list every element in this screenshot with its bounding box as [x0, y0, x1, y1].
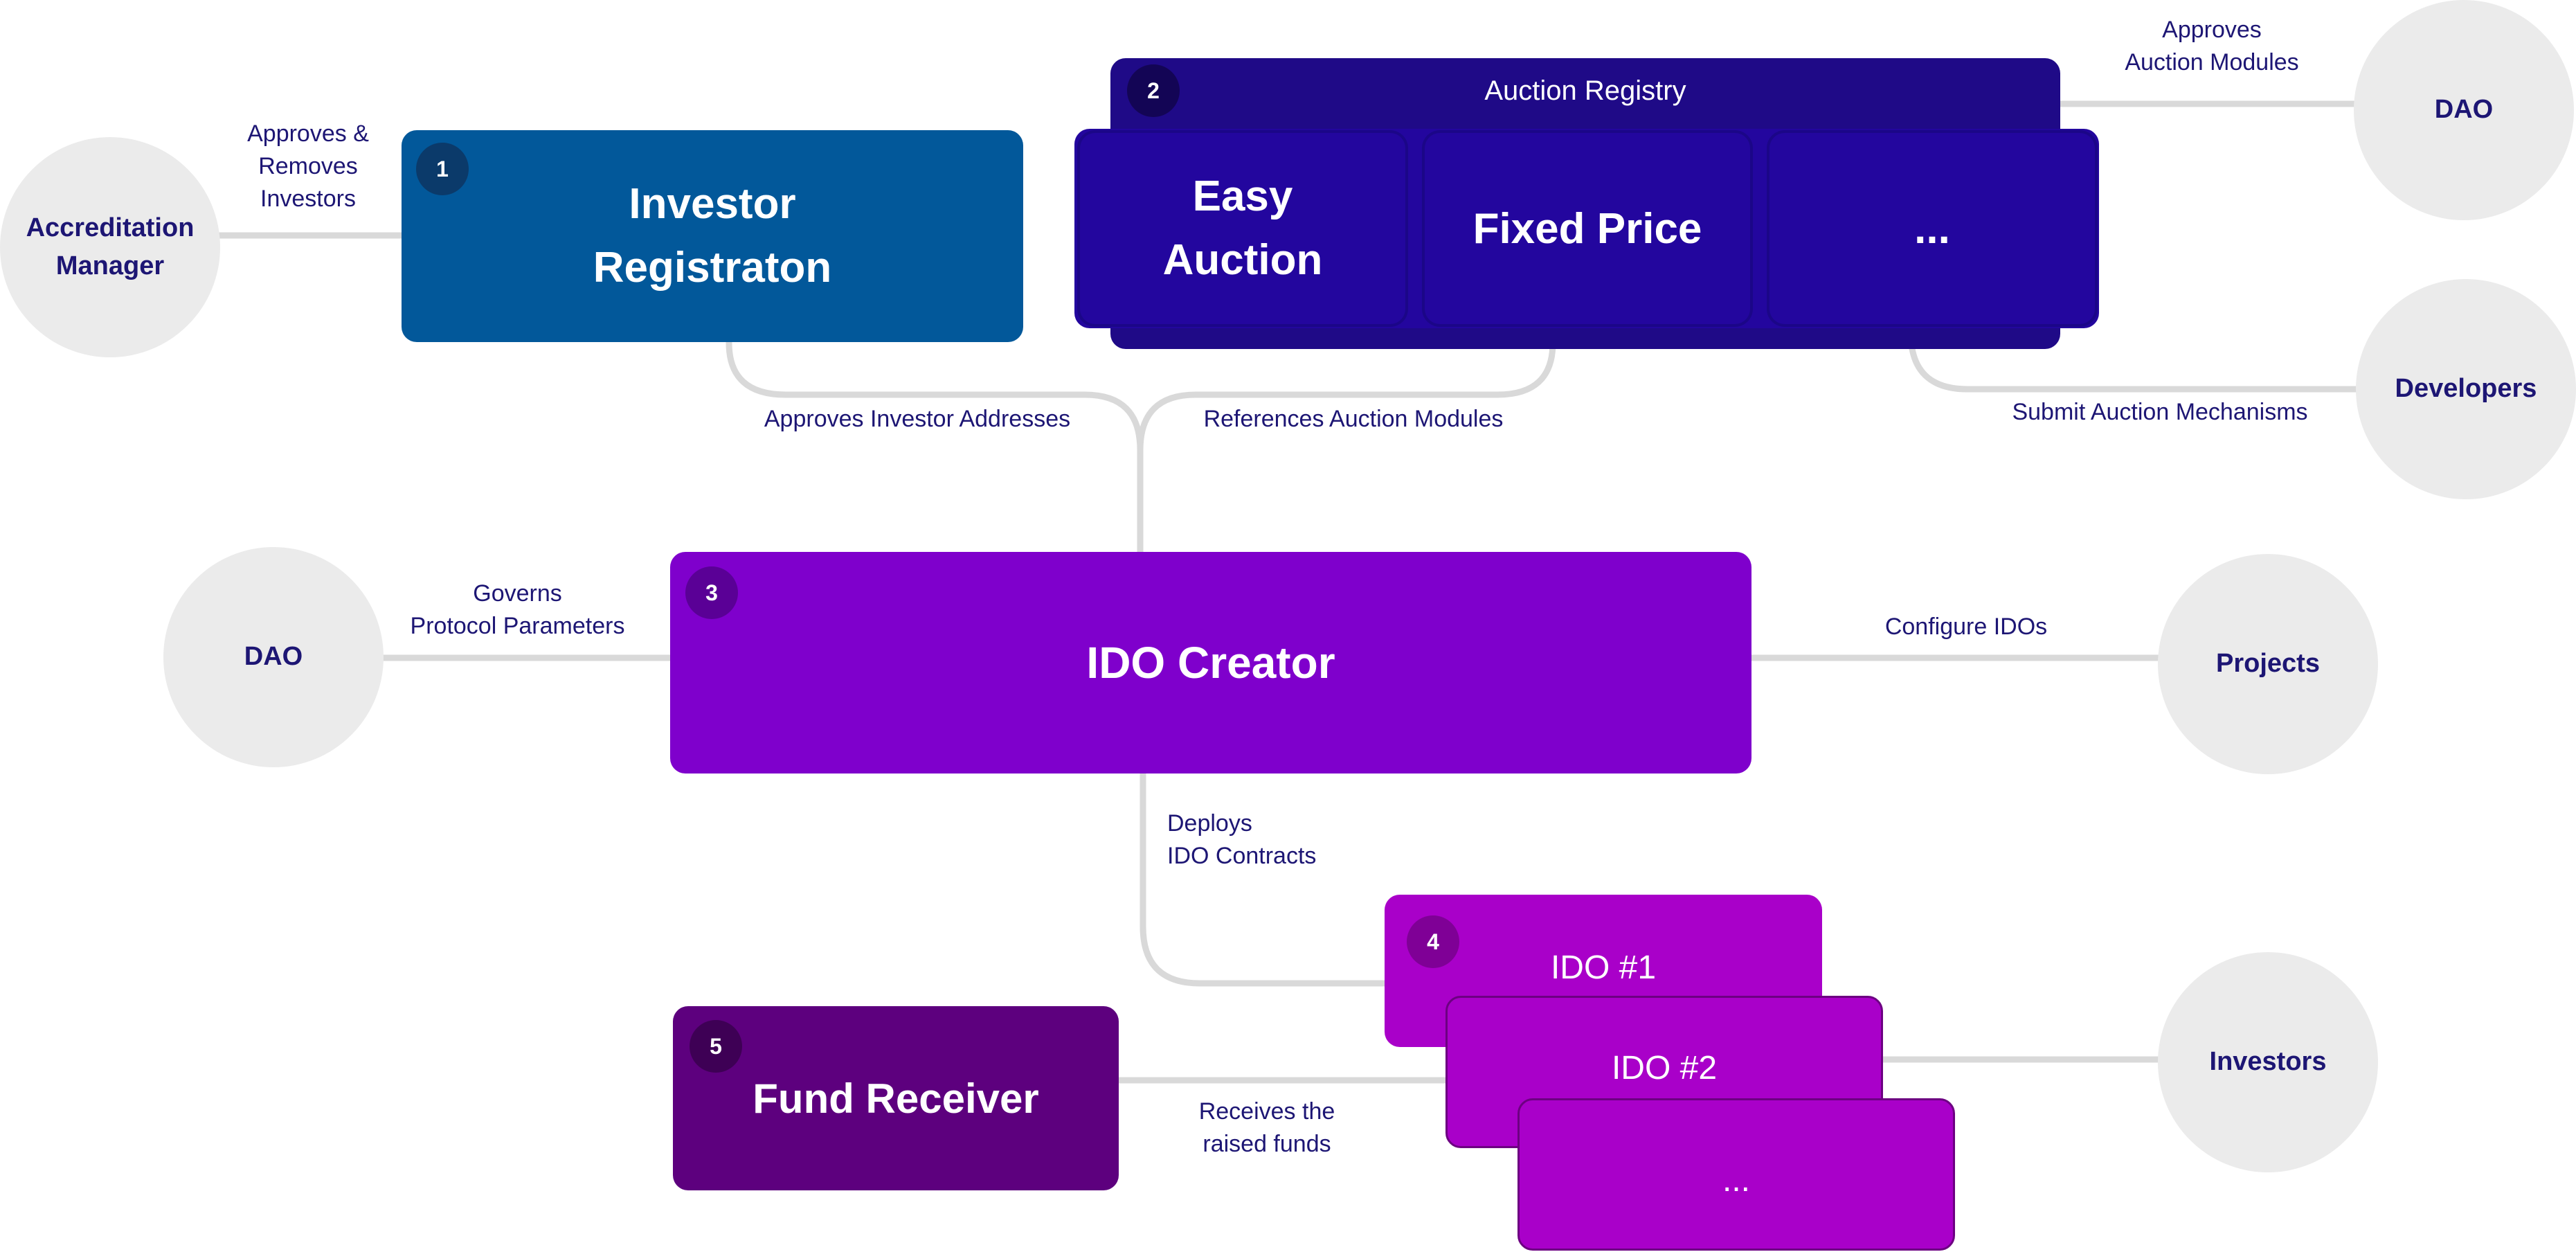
actor-projects: Projects: [2158, 554, 2378, 774]
fund-receiver-box: Fund Receiver: [673, 1006, 1119, 1190]
auction-module-fixed-price: Fixed Price: [1425, 133, 1750, 324]
connector-auction-registry-to-ido-creator: [1137, 339, 1556, 454]
fund-receiver-badge: 5: [690, 1020, 742, 1073]
label-approves-investor-addresses: Approves Investor Addresses: [764, 406, 1071, 432]
connector-registration-to-ido-creator: [726, 339, 1144, 557]
actor-investors: Investors: [2158, 952, 2378, 1172]
auction-registry-title: Auction Registry: [1484, 75, 1686, 106]
label-deploys-ido-contracts: Deploys IDO Contracts: [1167, 810, 1317, 869]
label-approves-removes-investors: Approves & Removes Investors: [247, 120, 369, 212]
label-approves-auction-modules: Approves Auction Modules: [2125, 17, 2299, 75]
label-submit-auction-mechanisms: Submit Auction Mechanisms: [2012, 399, 2308, 425]
investor-registration-badge: 1: [416, 143, 469, 195]
label-configure-idos: Configure IDOs: [1884, 614, 2048, 640]
auction-module-more: ...: [1769, 133, 2095, 324]
auction-module-easy-auction: Easy Auction: [1080, 133, 1405, 324]
investor-registration-box: Investor Registraton: [402, 130, 1023, 342]
label-references-auction-modules: References Auction Modules: [1203, 406, 1504, 432]
ido-contract-more: ...: [1517, 1098, 1955, 1251]
connector-ido-creator-to-ido-contracts: [1140, 770, 1388, 987]
actor-accreditation-manager: Accreditation Manager: [0, 137, 220, 357]
ido-creator-badge: 3: [685, 566, 738, 619]
ido-creator-box: IDO Creator: [670, 552, 1751, 773]
actor-developers: Developers: [2356, 279, 2576, 499]
actor-dao-top: DAO: [2354, 0, 2574, 220]
label-receives-raised-funds: Receives the raised funds: [1198, 1098, 1335, 1157]
label-governs-protocol-parameters: Governs Protocol Parameters: [410, 580, 625, 639]
actor-dao-left: DAO: [163, 547, 384, 767]
auction-registry-badge: 2: [1127, 64, 1180, 117]
ido-contracts-badge: 4: [1407, 915, 1459, 968]
